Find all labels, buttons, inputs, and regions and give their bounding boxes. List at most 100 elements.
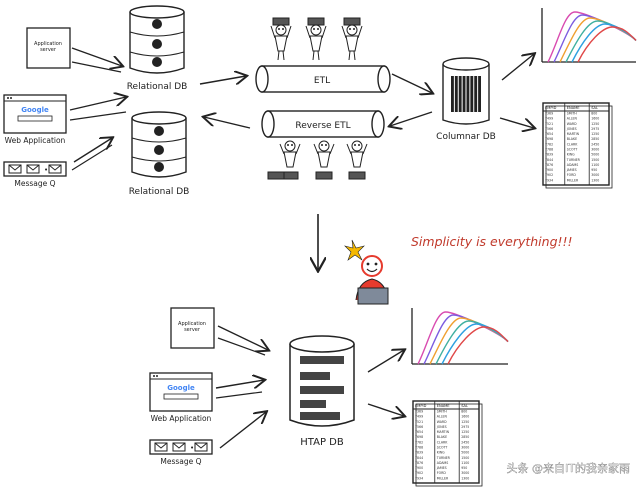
table-cell: MILLER (437, 476, 449, 480)
table-cell: 1250 (461, 420, 469, 424)
table-cell: 1500 (591, 158, 599, 162)
table-cell: 1250 (591, 132, 599, 136)
table-cell: 2975 (591, 127, 599, 131)
table-cell: WARD (567, 122, 577, 126)
table-cell: 7521 (415, 420, 423, 424)
table-cell: 1600 (461, 415, 469, 419)
table-cell: 7900 (545, 168, 553, 172)
arrow-appserver-to-htap (217, 325, 268, 350)
arrow-messageq-to-htap (219, 412, 266, 449)
table-cell: 7369 (545, 112, 553, 116)
star-icon (344, 239, 365, 261)
message-q-top: • Message Q (3, 161, 67, 188)
table-frame (542, 102, 610, 186)
table-cell: SCOTT (567, 148, 578, 152)
table-cell: 1250 (461, 430, 469, 434)
table-cell: CLARK (437, 440, 448, 444)
table-cell: ADAMS (567, 163, 579, 167)
web-app-top-label: Web Application (5, 136, 66, 145)
db-bar (474, 76, 478, 112)
table-cell: 7788 (545, 148, 553, 152)
svg-text:•: • (44, 166, 48, 174)
google-logo-top: Google (21, 106, 49, 114)
table-header-cell: EMPID (415, 404, 427, 408)
table-cell: 7900 (415, 466, 423, 470)
table-cell: ALLEN (437, 415, 448, 419)
htap-db: HTAP DB (289, 335, 355, 448)
table-cell: 7934 (415, 476, 423, 480)
table-cell: 7902 (545, 173, 553, 177)
relational-db-2: Relational DB (129, 111, 190, 197)
arrow-appserver-to-htap-sketch (217, 337, 266, 356)
table-header-cell: ENAME (437, 404, 451, 408)
table-header-cell: SAL (591, 106, 598, 110)
table-cell: 7876 (415, 461, 423, 465)
table-cell: 7566 (415, 425, 423, 429)
robot-workers-top (270, 17, 363, 61)
message-q-bottom: • Message Q (149, 439, 213, 466)
table-cell: 2850 (461, 435, 469, 439)
table-cell: 2450 (591, 142, 599, 146)
arrow-htap-to-table (367, 403, 404, 416)
table-cell: FORD (567, 173, 577, 177)
table-cell: SMITH (437, 410, 448, 414)
table-cell: 1300 (461, 476, 469, 480)
table-cell: 7499 (545, 117, 553, 121)
table-cell: 7844 (545, 158, 553, 162)
etl-pipe: ETL (255, 65, 391, 93)
arrow-columnar-to-reverse-etl (390, 111, 433, 126)
arrow-appserver-to-rdb1 (71, 47, 122, 66)
table-cell: 7839 (415, 451, 423, 455)
reverse-etl-label: Reverse ETL (295, 121, 350, 131)
arrow-columnar-to-chart (501, 54, 534, 81)
table-cell: 7844 (415, 456, 423, 460)
table-cell: SMITH (567, 112, 578, 116)
slogan-text: Simplicity is everything!!! (411, 234, 573, 249)
chart-curve (447, 326, 509, 365)
db-bar (458, 76, 462, 112)
web-app-top: Google Web Application (3, 94, 67, 145)
table-cell: 950 (591, 168, 597, 172)
message-q-top-label: Message Q (14, 179, 55, 188)
columnar-bars (451, 76, 481, 112)
columnar-db-label: Columnar DB (436, 132, 496, 142)
table-cell: 7876 (545, 163, 553, 167)
arrow-etl-to-columnar (391, 73, 432, 93)
table-cell: 1250 (591, 122, 599, 126)
chart-curve (565, 20, 637, 63)
chart-curve (435, 320, 509, 365)
table-cell: 2850 (591, 137, 599, 141)
table-cell: 1600 (591, 117, 599, 121)
table-cell: TURNER (436, 456, 451, 460)
arrow-webapp-to-rdb-sketch (69, 111, 127, 121)
relational-db-2-label: Relational DB (129, 187, 190, 197)
db-bar (462, 76, 466, 112)
table-cell: 3000 (461, 446, 469, 450)
columnar-db: Columnar DB (436, 57, 496, 142)
htap-bar (300, 372, 330, 380)
table-cell: 5000 (591, 153, 599, 157)
table-cell: BLAKE (567, 137, 577, 141)
relational-db-1-label: Relational DB (127, 82, 188, 92)
table-cell: JONES (436, 425, 447, 429)
curve-chart-top (541, 8, 637, 63)
htap-bar (300, 386, 344, 394)
table-cell: 3000 (461, 471, 469, 475)
table-cell: KING (437, 451, 445, 455)
table-cell: 7839 (545, 153, 553, 157)
htap-bar (300, 356, 344, 364)
etl-label: ETL (314, 76, 330, 86)
reverse-etl-pipe: Reverse ETL (261, 110, 385, 138)
relational-db-1: Relational DB (127, 5, 188, 92)
table-cell: 7499 (415, 415, 423, 419)
table-cell: 2450 (461, 440, 469, 444)
web-app-bottom-label: Web Application (151, 414, 212, 423)
table-cell: KING (567, 153, 575, 157)
table-cell: SCOTT (437, 446, 448, 450)
table-cell: 1100 (461, 461, 469, 465)
laptop-icon (357, 287, 389, 305)
